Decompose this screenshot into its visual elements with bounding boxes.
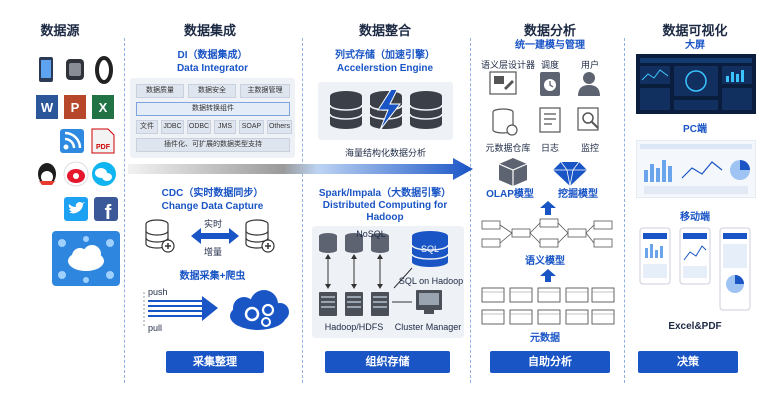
di-cell-mdm: 主数据管理 [240, 84, 290, 98]
push-pull-diagram [143, 290, 289, 330]
svg-text:PDF: PDF [96, 144, 111, 151]
di-cell-jms: JMS [214, 120, 236, 134]
hadoop-diagram [319, 231, 449, 316]
mobile-dashboards [639, 227, 751, 311]
management-icons [489, 71, 600, 136]
crawl-title: 数据采集+爬虫 [179, 271, 246, 282]
data-source-icons: W P X PDF f [30, 55, 120, 290]
di-cell-quality: 数据质量 [136, 84, 184, 98]
metadata-grid [481, 287, 615, 325]
twitter-facebook-icon: f [64, 197, 118, 223]
cdc-title-cn: CDC（实时数据同步） [161, 188, 264, 199]
column-title-analysis: 数据分析 [523, 23, 576, 38]
di-cell-jdbc: JDBC [161, 120, 184, 134]
metadata-label: 元数据 [530, 333, 560, 344]
cluster-manager-label: Cluster Manager [394, 322, 462, 332]
olap-label: OLAP模型 [486, 189, 534, 200]
svg-text:W: W [41, 100, 54, 115]
divider-1 [124, 38, 125, 383]
di-cell-plugin: 插件化、可扩展的数据类型支持 [136, 138, 290, 152]
mining-label: 挖掘模型 [558, 189, 598, 200]
spark-title-en-2: Hadoop [366, 212, 404, 223]
meta-repo-label: 元数据仓库 [485, 143, 531, 153]
column-title-integration: 数据集成 [183, 23, 236, 38]
mobile-devices-icon [39, 56, 113, 84]
model-icons [498, 158, 587, 187]
mobile-label: 移动端 [680, 212, 710, 223]
bigscreen-label: 大屏 [685, 40, 705, 51]
push-label: push [148, 287, 168, 297]
social-apps-icon [38, 161, 116, 187]
button-collect[interactable]: 采集整理 [166, 351, 264, 373]
storage-title-cn: 列式存储（加速引擎） [335, 50, 435, 61]
button-store[interactable]: 组织存储 [325, 351, 450, 373]
monitor-label: 监控 [580, 143, 599, 153]
unified-title: 统一建模与管理 [515, 40, 585, 51]
button-analysis[interactable]: 自助分析 [490, 351, 610, 373]
di-title-en: Data Integrator [176, 63, 249, 74]
office-docs-icon: W P X [36, 95, 114, 119]
nosql-label: NoSQL [356, 229, 386, 239]
semantic-label: 语义模型 [525, 256, 565, 267]
di-cell-security: 数据安全 [188, 84, 236, 98]
column-title-sources: 数据源 [40, 23, 80, 38]
pc-dashboard [636, 140, 756, 198]
cdc-title-en: Change Data Capture [161, 201, 264, 212]
button-decision[interactable]: 决策 [638, 351, 738, 373]
excel-pdf-label: Excel&PDF [668, 321, 722, 332]
di-cell-transform: 数据转换组件 [136, 102, 290, 116]
divider-4 [624, 38, 625, 383]
di-cell-file: 文件 [136, 120, 158, 134]
column-title-consolidation: 数据整合 [358, 23, 411, 38]
sql-label: SQL [420, 244, 439, 254]
storage-caption: 海量结构化数据分析 [344, 148, 426, 158]
bigscreen-dashboard [636, 54, 756, 114]
hadoop-hdfs-label: Hadoop/HDFS [324, 322, 384, 332]
up-arrow-2 [540, 269, 556, 282]
designer-label: 语义层设计器 [480, 60, 535, 70]
hadoop-panel [312, 226, 464, 338]
di-cell-odbc: ODBC [187, 120, 211, 134]
semantic-model-graph [481, 218, 613, 248]
storage-panel [318, 82, 453, 140]
column-title-visualization: 数据可视化 [662, 23, 728, 38]
flow-arrow [128, 158, 473, 180]
cdc-sync-diagram [145, 219, 275, 253]
di-cell-others: Others [267, 120, 292, 134]
di-cell-soap: SOAP [239, 120, 264, 134]
cloud-computing-icon [52, 231, 120, 286]
up-arrow-1 [540, 201, 556, 215]
svg-text:P: P [71, 100, 80, 115]
svg-text:X: X [99, 100, 108, 115]
sql-on-hadoop-label: SQL on Hadoop [398, 276, 464, 286]
log-label: 日志 [540, 143, 559, 153]
columnar-db-icon [329, 90, 443, 131]
spark-title-cn: Spark/Impala（大数据引擎） [318, 188, 452, 199]
pc-label: PC端 [683, 124, 707, 135]
cdc-incremental-label: 增量 [203, 247, 222, 257]
divider-2 [302, 38, 303, 383]
pull-label: pull [148, 323, 163, 333]
cdc-realtime-label: 实时 [203, 219, 222, 229]
divider-3 [470, 38, 471, 383]
svg-text:f: f [105, 202, 112, 223]
user-label: 用户 [580, 60, 599, 70]
di-panel: 数据质量 数据安全 主数据管理 数据转换组件 文件 JDBC ODBC JMS … [130, 78, 295, 158]
storage-title-en: Accelerstion Engine [336, 63, 434, 74]
spark-title-en-1: Distributed Computing for [322, 200, 448, 211]
di-title-cn: DI（数据集成） [177, 50, 248, 61]
schedule-label: 调度 [540, 60, 559, 70]
rss-pdf-icon: PDF [60, 128, 115, 154]
